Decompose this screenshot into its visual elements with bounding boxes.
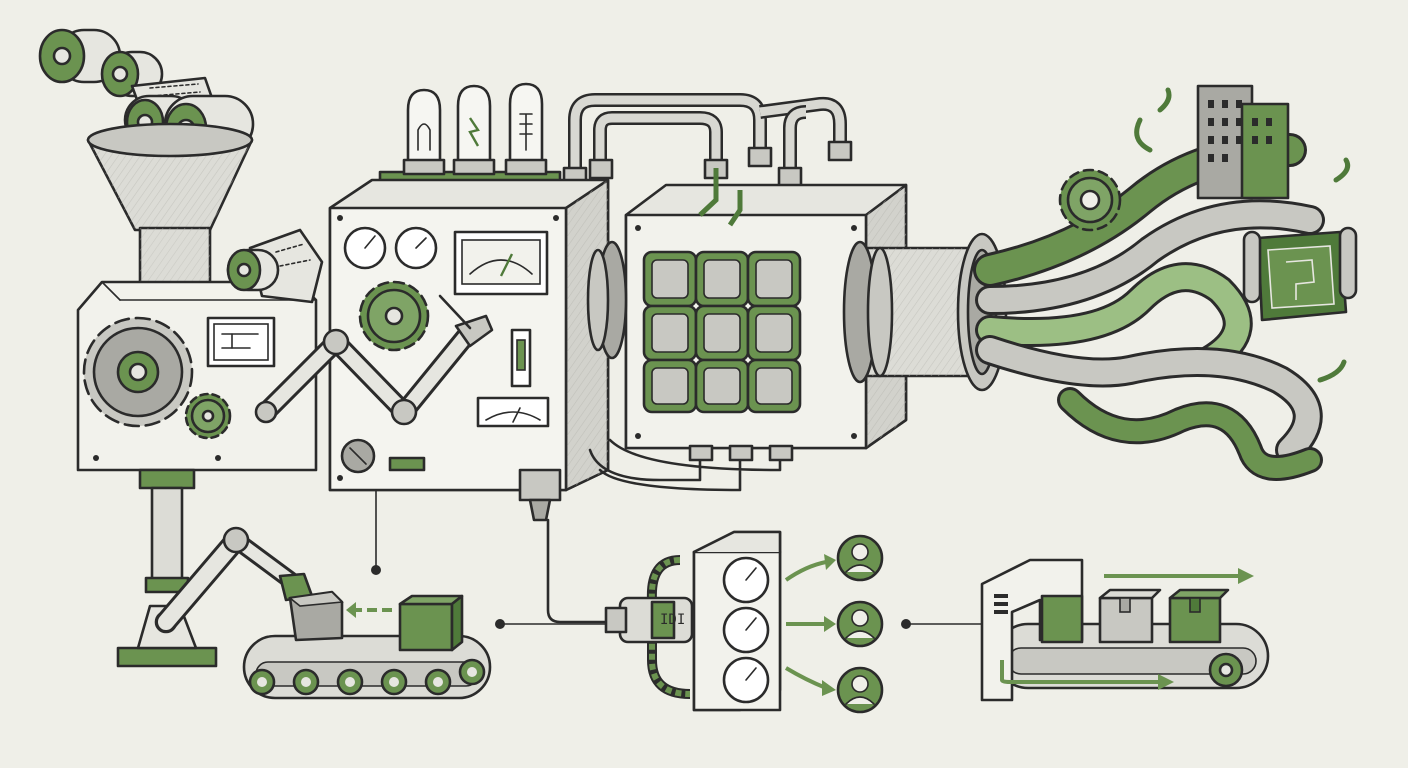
vacuum-tube-icon	[452, 84, 496, 176]
box-icon	[1040, 594, 1084, 644]
arrow-icon	[346, 602, 392, 618]
conveyor-icon	[242, 634, 492, 700]
vacuum-tube-icon	[504, 82, 548, 176]
arrow-icon	[1000, 660, 1174, 690]
connector-line	[495, 518, 625, 629]
pipe-icon	[568, 93, 847, 180]
gauge-icon	[722, 606, 770, 654]
box-icon	[288, 590, 344, 642]
box-icon	[398, 594, 464, 652]
lever-icon	[254, 294, 494, 426]
arrow-icon	[1104, 568, 1254, 584]
robot-arm-icon	[116, 526, 314, 668]
user-avatar-icon	[836, 666, 884, 714]
box-icon	[1098, 588, 1162, 644]
support-post	[138, 468, 196, 594]
box-icon	[1168, 588, 1230, 644]
blueprint-icon	[1242, 226, 1358, 322]
gear-icon	[184, 392, 232, 440]
vacuum-tube-row	[378, 82, 562, 194]
hopper-icon	[86, 122, 254, 310]
vacuum-tube-icon	[402, 88, 446, 176]
arrow-heads	[822, 554, 836, 696]
connector-line	[901, 619, 991, 629]
gear-icon	[1058, 168, 1122, 232]
gauge-icon	[722, 656, 770, 704]
circuit-block	[586, 168, 908, 492]
building-icon	[1196, 84, 1290, 200]
gear-housing	[76, 280, 318, 472]
nozzle	[371, 468, 562, 575]
gauge-icon	[453, 230, 549, 296]
gear-icon	[82, 316, 194, 428]
gauge-icon	[722, 556, 770, 604]
arrow-icon	[784, 560, 827, 690]
user-avatar-icon	[836, 534, 884, 582]
gauge-module: IDI	[604, 530, 782, 712]
gauge-icon	[394, 226, 438, 270]
gear-icon	[358, 280, 430, 352]
gauge-icon	[476, 396, 550, 428]
user-avatar-icon	[836, 600, 884, 648]
gauge-icon	[343, 226, 387, 270]
paper-roll-icon	[226, 228, 324, 304]
circuit-block-icon	[642, 250, 802, 414]
gauge-module-digits: IDI	[660, 612, 685, 628]
